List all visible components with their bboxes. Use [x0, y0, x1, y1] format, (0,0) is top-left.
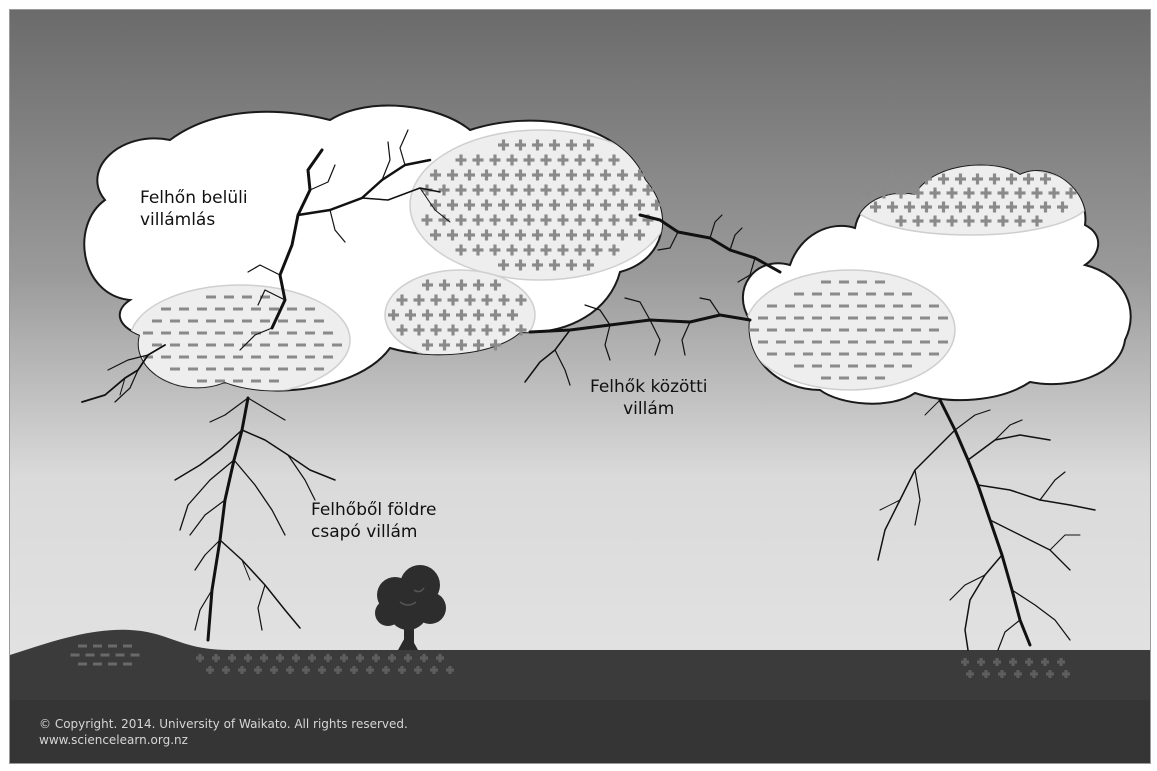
label-intercloud-line-2: villám	[590, 398, 707, 420]
label-intercloud-lightning: Felhők közötti villám	[590, 376, 707, 420]
copyright-footer: © Copyright. 2014. University of Waikato…	[39, 716, 408, 748]
diagram-canvas	[10, 10, 1150, 763]
label-cloud-to-ground-line-2: csapó villám	[311, 521, 437, 543]
label-cloud-to-ground-line-1: Felhőből földre	[311, 499, 437, 521]
label-intracloud-line-2: villámlás	[140, 209, 248, 231]
lightning-diagram: Felhőn belüli villámlás Felhők közötti v…	[9, 9, 1151, 764]
website-text: www.sciencelearn.org.nz	[39, 732, 408, 748]
label-intracloud-line-1: Felhőn belüli	[140, 187, 248, 209]
copyright-text: © Copyright. 2014. University of Waikato…	[39, 716, 408, 732]
label-intracloud-lightning: Felhőn belüli villámlás	[140, 187, 248, 231]
label-intercloud-line-1: Felhők közötti	[590, 376, 707, 398]
label-cloud-to-ground-lightning: Felhőből földre csapó villám	[311, 499, 437, 543]
